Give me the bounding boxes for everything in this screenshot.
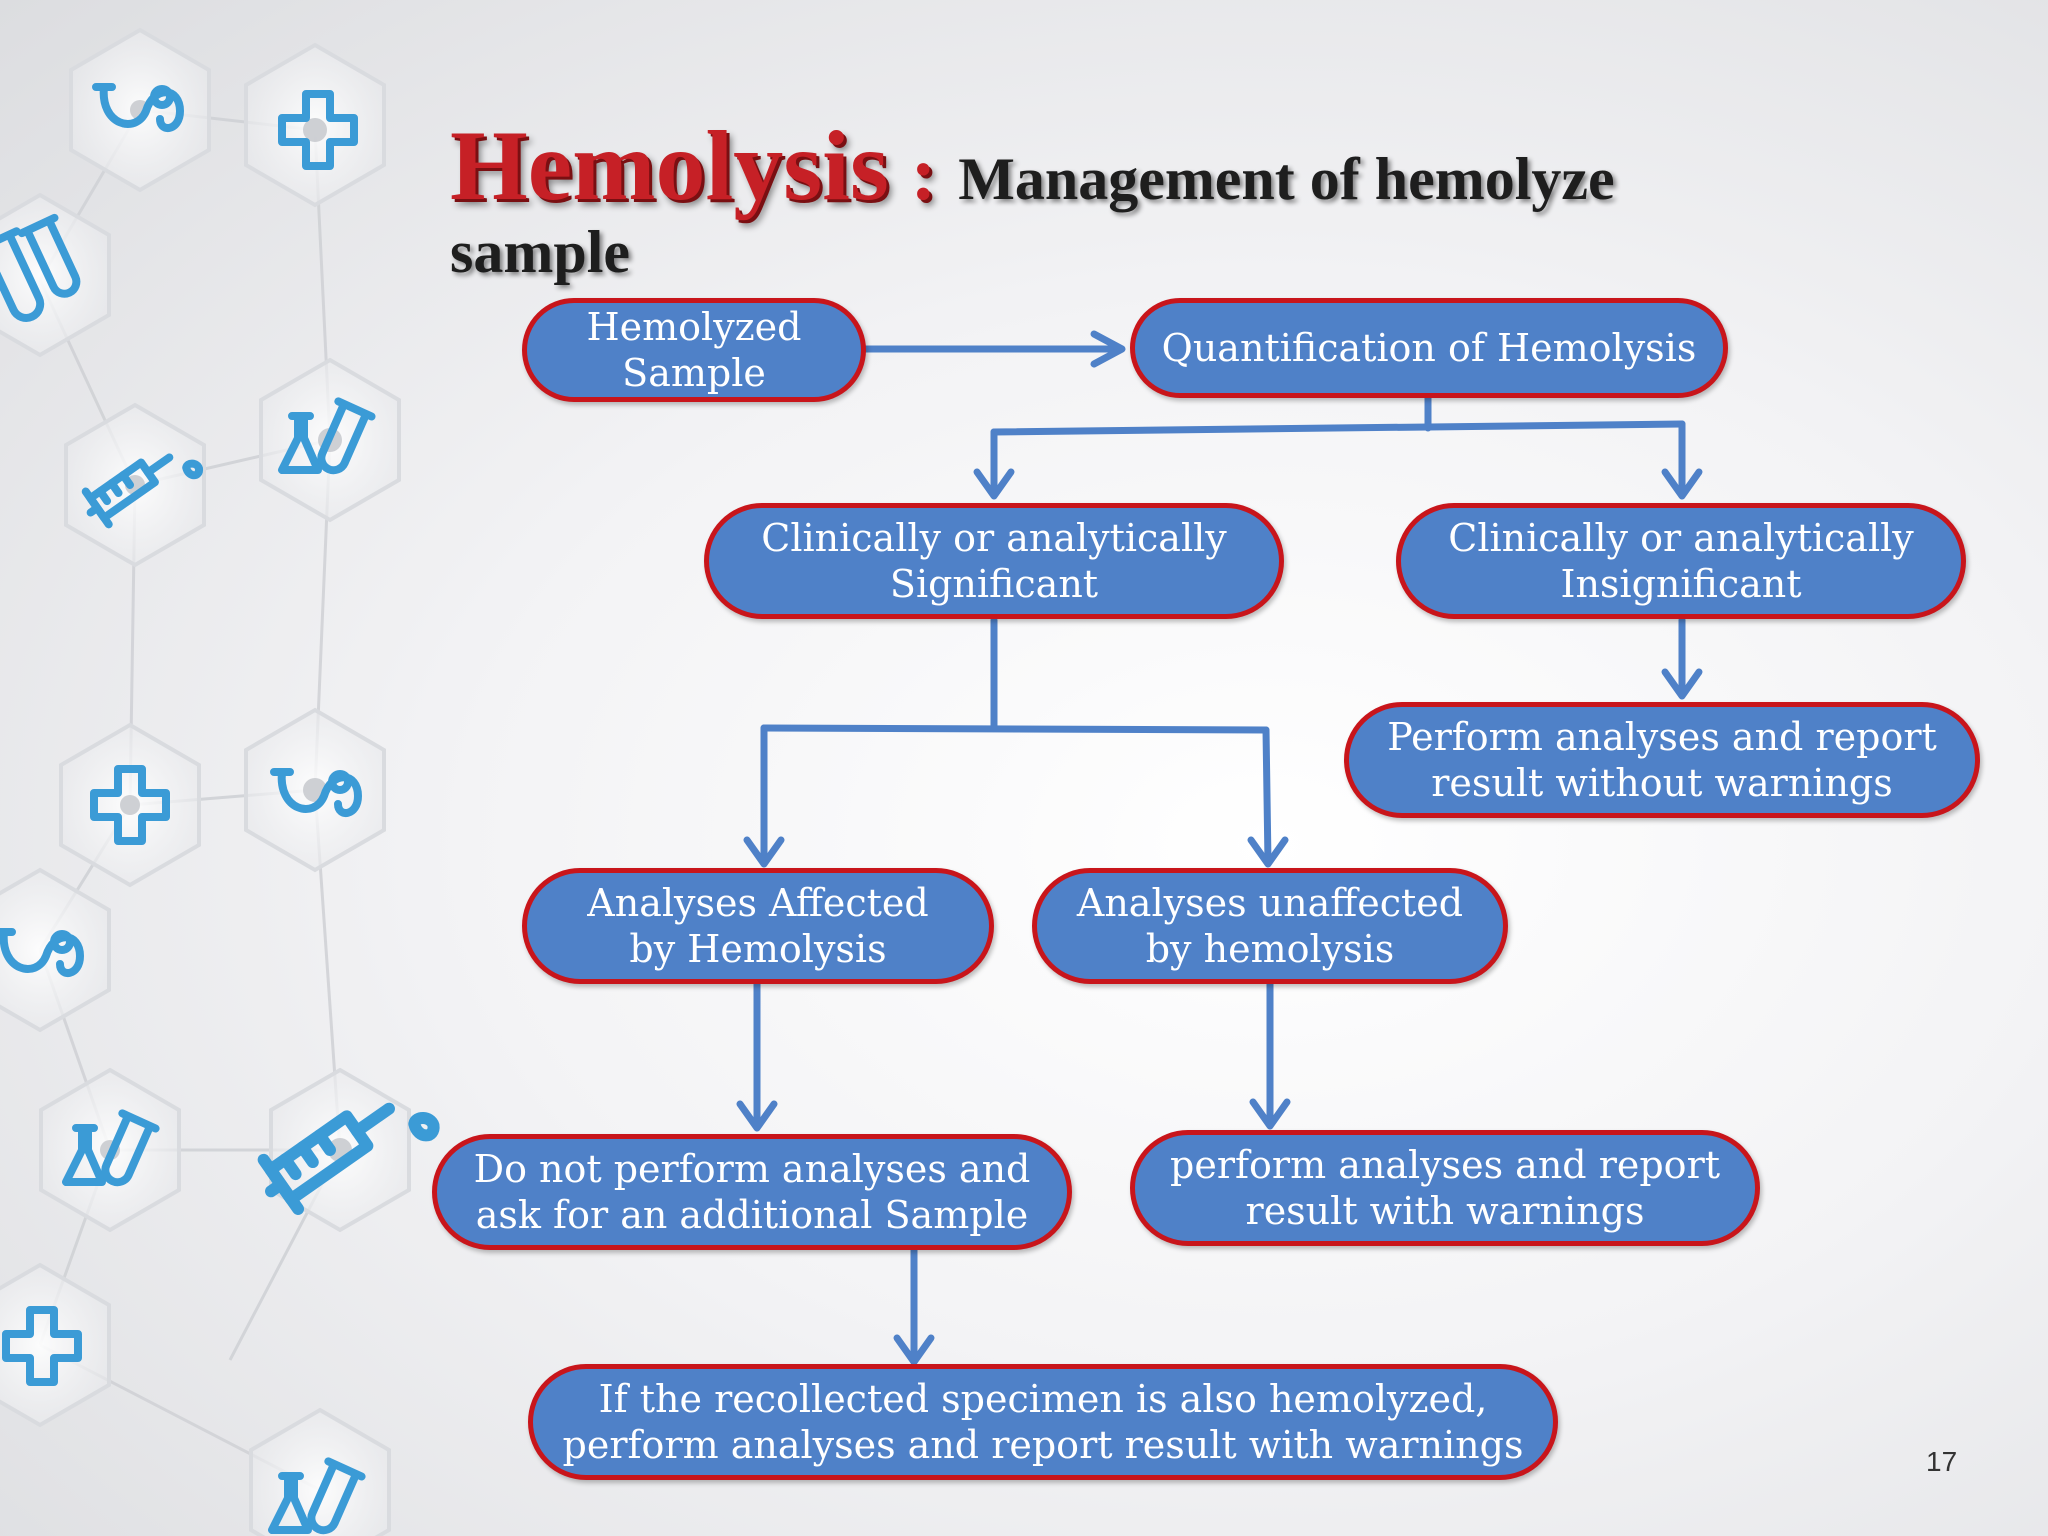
stethoscope-icon	[270, 768, 362, 817]
node-perform-no-warnings: Perform analyses and report result witho…	[1344, 702, 1980, 818]
syringe-icon	[81, 453, 203, 529]
node-recollected-specimen: If the recollected specimen is also hemo…	[528, 1364, 1558, 1480]
syringe-icon	[257, 1102, 440, 1215]
arrow-to-affected-head	[743, 836, 785, 868]
arrow-to-significant-head	[973, 468, 1015, 500]
flask-icon	[278, 397, 376, 475]
stethoscope-icon	[92, 83, 184, 132]
title-subtitle: Management of hemolyze	[958, 146, 1615, 212]
node-significant: Clinically or analytically Significant	[704, 503, 1284, 619]
stethoscope-icon	[0, 928, 84, 977]
medical-cross-icon	[278, 90, 358, 170]
arrow-to-unaffected	[1262, 726, 1272, 866]
flask-icon	[62, 1109, 160, 1187]
flask-icon	[268, 1457, 366, 1535]
arrow-unaffected-to-perform-warnings-head	[1249, 1098, 1291, 1130]
arrow-affected-to-do-not-perform-head	[736, 1100, 778, 1132]
node-insignificant: Clinically or analytically Insignificant	[1396, 503, 1966, 619]
medical-cross-icon	[2, 1306, 82, 1386]
slide-number: 17	[1926, 1446, 1958, 1477]
title-colon: :	[910, 132, 937, 216]
node-perform-with-warnings: perform analyses and report result with …	[1130, 1130, 1760, 1246]
arrow-insignificant-to-perform-head	[1661, 668, 1703, 700]
node-analyses-unaffected: Analyses unaffected by hemolysis	[1032, 868, 1508, 984]
arrow-to-insignificant-head	[1661, 468, 1703, 500]
slide-title: Hemolysis: Management of hemolyze	[450, 108, 1615, 223]
arrow-to-unaffected-head	[1247, 836, 1289, 868]
title-subtitle-line2: sample	[450, 219, 630, 285]
medical-cross-icon	[90, 765, 170, 845]
connector-branch-2	[760, 724, 1270, 734]
node-do-not-perform: Do not perform analyses and ask for an a…	[432, 1134, 1072, 1250]
test-tubes-icon	[0, 213, 81, 322]
node-analyses-affected: Analyses Affected by Hemolysis	[522, 868, 994, 984]
arrow-do-not-perform-to-recollected-head	[893, 1334, 935, 1366]
arrow-hemolyzed-to-quantification-head	[1090, 330, 1126, 368]
node-quantification: Quantification of Hemolysis	[1130, 298, 1728, 398]
connector-branch-1	[990, 420, 1686, 436]
title-main: Hemolysis	[450, 110, 889, 221]
node-hemolyzed-sample: Hemolyzed Sample	[522, 298, 866, 402]
